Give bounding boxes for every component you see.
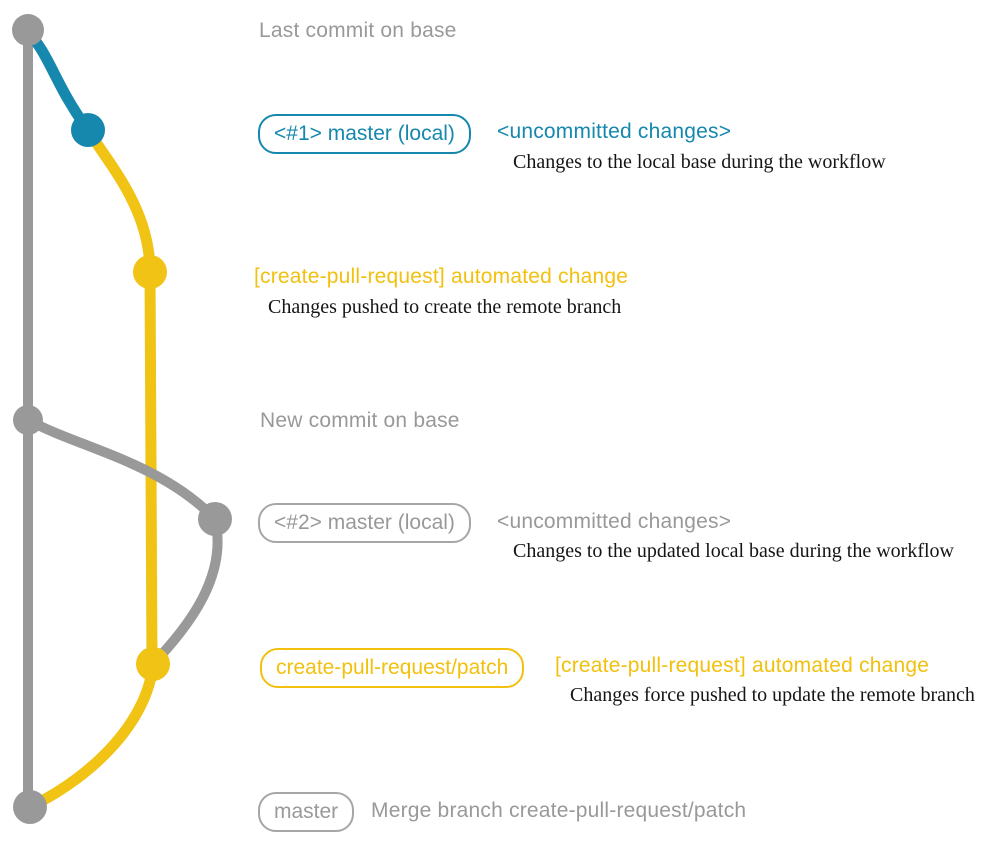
- commit-dot-patch-2: [136, 647, 170, 681]
- label-automated-change-2: [create-pull-request] automated change: [555, 654, 930, 677]
- branch-badge-create-pull-request-patch: create-pull-request/patch: [260, 648, 525, 688]
- branch-badge-master-local-1: <#1> master (local): [258, 114, 471, 154]
- commit-dot-master-local-1: [71, 113, 105, 147]
- edge-base-to-master-local-2: [23, 415, 220, 524]
- edge-base-to-master-local-1: [22, 26, 94, 136]
- description-push-create-remote-branch: Changes pushed to create the remote bran…: [268, 296, 622, 318]
- label-uncommitted-changes-2: <uncommitted changes>: [497, 510, 732, 533]
- commit-dot-patch-1: [133, 255, 167, 289]
- commit-dot-new-base: [13, 405, 43, 435]
- heading-last-commit-on-base: Last commit on base: [259, 19, 457, 42]
- commit-dot-master-local-2: [198, 502, 232, 536]
- merge-edge-patch-to-master: [26, 658, 159, 812]
- edge-master-local-2-to-patch-commit-2: [148, 514, 223, 669]
- label-uncommitted-changes-1: <uncommitted changes>: [497, 120, 732, 143]
- label-merge-branch: Merge branch create-pull-request/patch: [371, 799, 747, 822]
- commit-dot-merge: [13, 790, 47, 824]
- commit-dot-last-base: [12, 14, 44, 46]
- edge-master-local-1-to-patch-commit-1: [82, 124, 156, 278]
- branch-badge-master-local-2: <#2> master (local): [258, 503, 471, 543]
- heading-new-commit-on-base: New commit on base: [260, 409, 460, 432]
- description-updated-local-base-changes: Changes to the updated local base during…: [513, 540, 954, 562]
- branch-badge-master: master: [258, 792, 355, 832]
- description-force-push-update-remote-branch: Changes force pushed to update the remot…: [570, 684, 975, 706]
- label-automated-change-1: [create-pull-request] automated change: [254, 265, 629, 288]
- description-local-base-changes: Changes to the local base during the wor…: [513, 151, 886, 173]
